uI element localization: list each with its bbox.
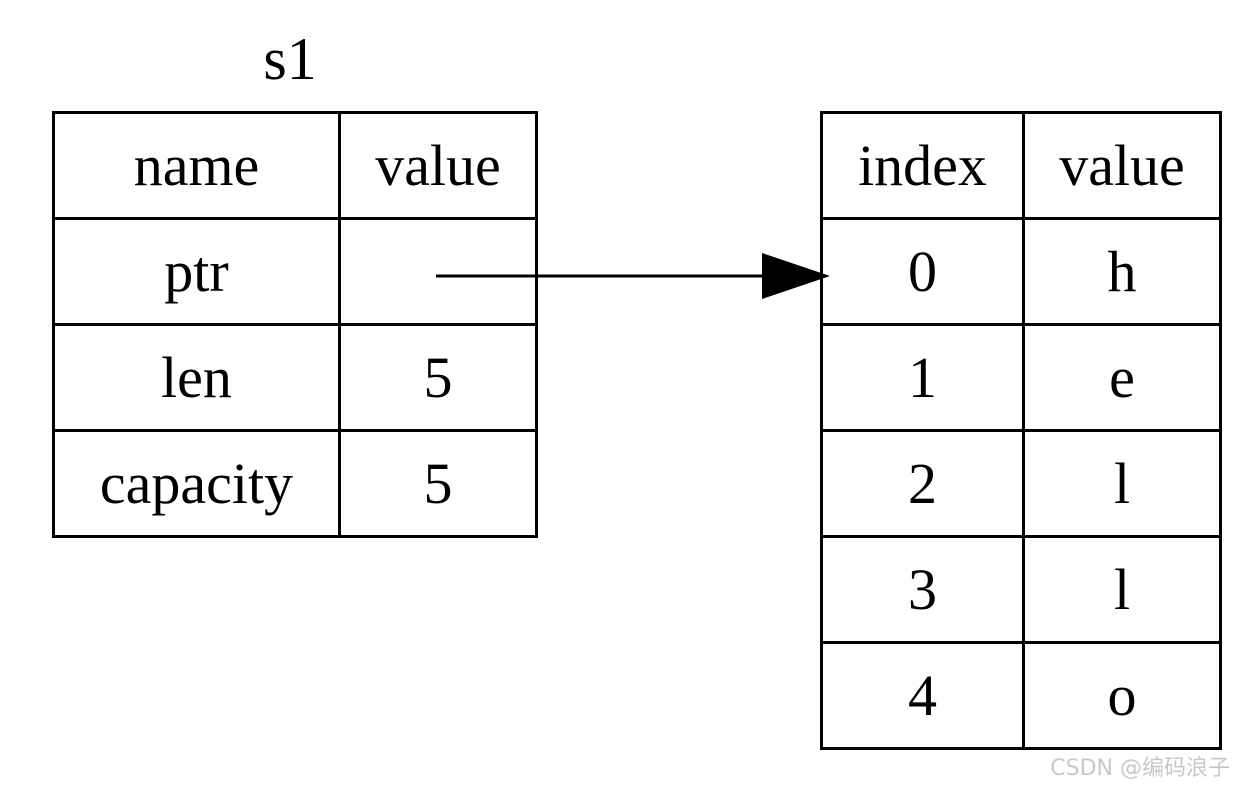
table-row: 2 l: [820, 429, 1222, 538]
table-row-len: len 5: [52, 323, 538, 432]
cell-char: h: [1022, 217, 1222, 326]
cell-value-capacity: 5: [338, 429, 538, 538]
variable-name-s1: s1: [263, 26, 317, 92]
table-row: 4 o: [820, 641, 1222, 750]
cell-index: 1: [820, 323, 1025, 432]
cell-index: 0: [820, 217, 1025, 326]
heap-buffer-table: index value 0 h 1 e 2 l 3 l 4 o: [820, 111, 1222, 750]
table-header-row: index value: [820, 111, 1222, 220]
cell-index: 3: [820, 535, 1025, 644]
header-value: value: [1022, 111, 1222, 220]
cell-index: 2: [820, 429, 1025, 538]
cell-value-ptr: [338, 217, 538, 326]
table-row-ptr: ptr: [52, 217, 538, 326]
watermark: CSDN @编码浪子: [1050, 756, 1230, 781]
table-row: 3 l: [820, 535, 1222, 644]
cell-index: 4: [820, 641, 1025, 750]
table-row-capacity: capacity 5: [52, 429, 538, 538]
header-value: value: [338, 111, 538, 220]
cell-name-ptr: ptr: [52, 217, 341, 326]
cell-name-capacity: capacity: [52, 429, 341, 538]
cell-char: l: [1022, 429, 1222, 538]
header-index: index: [820, 111, 1025, 220]
cell-value-len: 5: [338, 323, 538, 432]
header-name: name: [52, 111, 341, 220]
cell-char: o: [1022, 641, 1222, 750]
table-row: 0 h: [820, 217, 1222, 326]
cell-name-len: len: [52, 323, 341, 432]
string-struct-table: name value ptr len 5 capacity 5: [52, 111, 538, 538]
table-row: 1 e: [820, 323, 1222, 432]
cell-char: l: [1022, 535, 1222, 644]
cell-char: e: [1022, 323, 1222, 432]
table-header-row: name value: [52, 111, 538, 220]
